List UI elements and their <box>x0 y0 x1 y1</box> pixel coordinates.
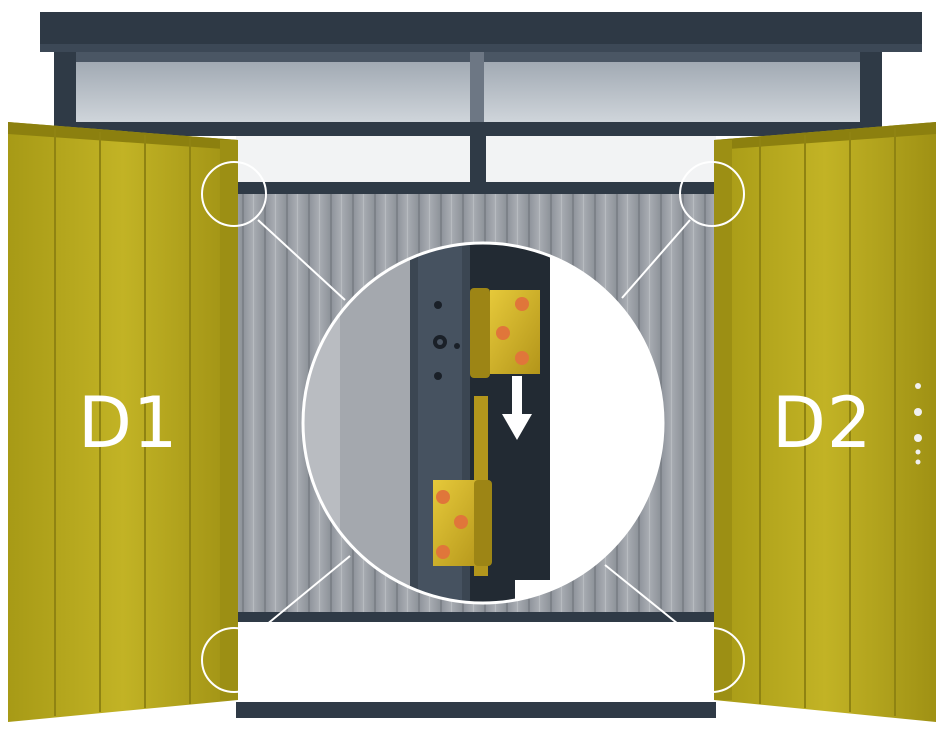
door-label-d1: D1 <box>78 388 178 458</box>
door-label-d2: D2 <box>772 388 872 458</box>
roof <box>40 12 922 136</box>
